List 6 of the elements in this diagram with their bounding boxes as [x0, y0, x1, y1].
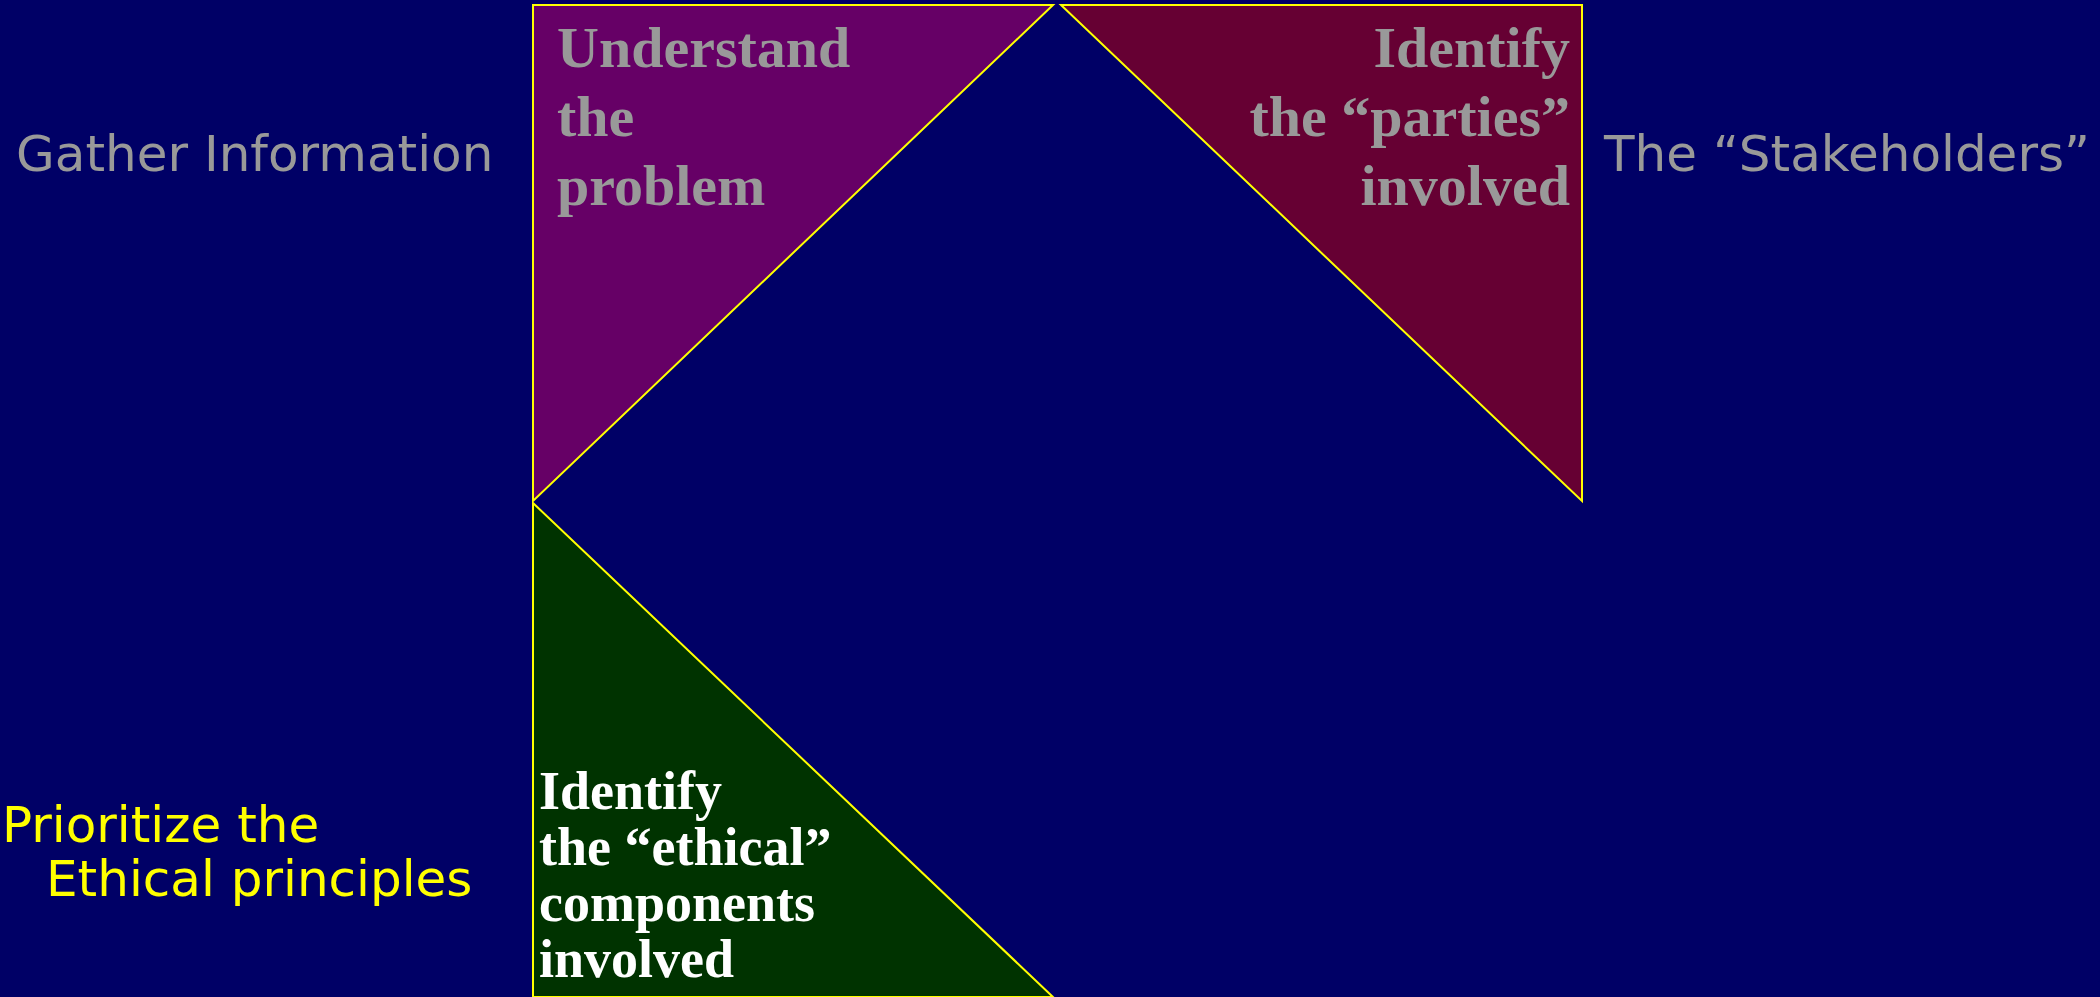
triangle-label: Identify the “parties” involved	[1249, 14, 1570, 220]
side-caption: Gather Information	[16, 127, 494, 181]
triangle-label: Understand the problem	[557, 14, 851, 220]
side-caption: Prioritize the Ethical principles	[2, 798, 473, 906]
side-caption: The “Stakeholders”	[1604, 127, 2090, 181]
triangle-label: Identify the “ethical” components involved	[539, 763, 832, 987]
